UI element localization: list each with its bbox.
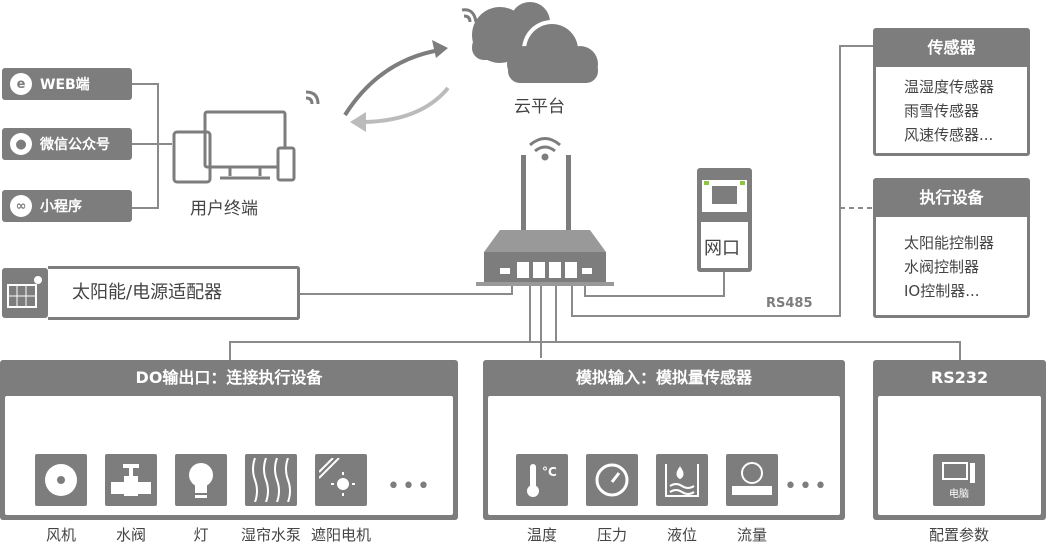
router-icon	[476, 155, 614, 286]
sensor-item: 温湿度传感器	[904, 78, 995, 96]
device-shade-motor: 遮阳电机	[301, 454, 381, 545]
actuator-item: 水阀控制器	[904, 258, 980, 276]
analog-title: 模拟输入：模拟量传感器	[575, 368, 752, 387]
thermometer-icon: °C	[516, 454, 568, 506]
computer-icon: 电脑	[933, 454, 985, 506]
fan-icon	[35, 454, 87, 506]
ie-icon: e	[10, 73, 32, 95]
sensor-flow: 流量	[712, 454, 792, 545]
sensor-level: 液位	[642, 454, 722, 545]
wifi-icon	[305, 8, 561, 153]
more-icon: •••	[387, 474, 432, 499]
device-lamp: 灯	[161, 454, 241, 545]
bulb-icon	[175, 454, 227, 506]
valve-icon	[105, 454, 157, 506]
power-box: 太阳能/电源适配器	[48, 266, 300, 320]
do-output-title: DO输出口：连接执行设备	[135, 368, 323, 387]
cloud-icon	[472, 2, 598, 83]
more-icon: •••	[784, 474, 829, 499]
device-computer: 电脑配置参数	[919, 454, 999, 545]
network-port-icon	[697, 168, 752, 272]
rs232-title: RS232	[930, 368, 989, 387]
device-fan: 风机	[21, 454, 101, 545]
actuator-item: IO控制器...	[904, 282, 980, 300]
gauge-icon	[586, 454, 638, 506]
cloud-label: 云平台	[514, 97, 565, 117]
network-port-label: 网口	[704, 238, 740, 259]
device-pump: 湿帘水泵	[231, 454, 311, 545]
water-level-icon	[656, 454, 708, 506]
svg-text:°C: °C	[542, 465, 557, 479]
wet-curtain-icon	[245, 454, 297, 506]
terminal-miniprogram: ∞小程序	[2, 190, 132, 222]
device-valve: 水阀	[91, 454, 171, 545]
sensors-panel: 传感器 温湿度传感器 雨雪传感器 风速传感器...	[873, 28, 1030, 156]
actuator-item: 太阳能控制器	[904, 234, 995, 252]
solar-panel-icon	[2, 268, 48, 318]
rs232-panel: RS232 电脑配置参数	[873, 360, 1046, 544]
do-output-panel: DO输出口：连接执行设备 风机 水阀 灯 湿帘水泵 遮阳电机 •••	[0, 360, 458, 544]
flow-meter-icon	[726, 454, 778, 506]
terminal-wechat: ●微信公众号	[2, 128, 132, 160]
upload-arrow	[343, 48, 441, 117]
download-arrow	[359, 86, 450, 124]
miniprogram-icon: ∞	[10, 195, 32, 217]
actuators-title: 执行设备	[876, 181, 1027, 217]
wechat-icon: ●	[10, 133, 32, 155]
user-terminal-label: 用户终端	[190, 199, 258, 219]
user-terminal-icon	[172, 110, 296, 184]
sensor-item: 风速传感器...	[904, 126, 994, 144]
sensor-pressure: 压力	[572, 454, 652, 545]
actuators-panel: 执行设备 太阳能控制器 水阀控制器 IO控制器...	[873, 178, 1030, 318]
connection-lines	[2, 2, 961, 360]
sensors-title: 传感器	[876, 31, 1027, 67]
sunshade-icon	[315, 454, 367, 506]
rs485-label: RS485	[766, 296, 813, 311]
sensor-item: 雨雪传感器	[904, 102, 980, 120]
